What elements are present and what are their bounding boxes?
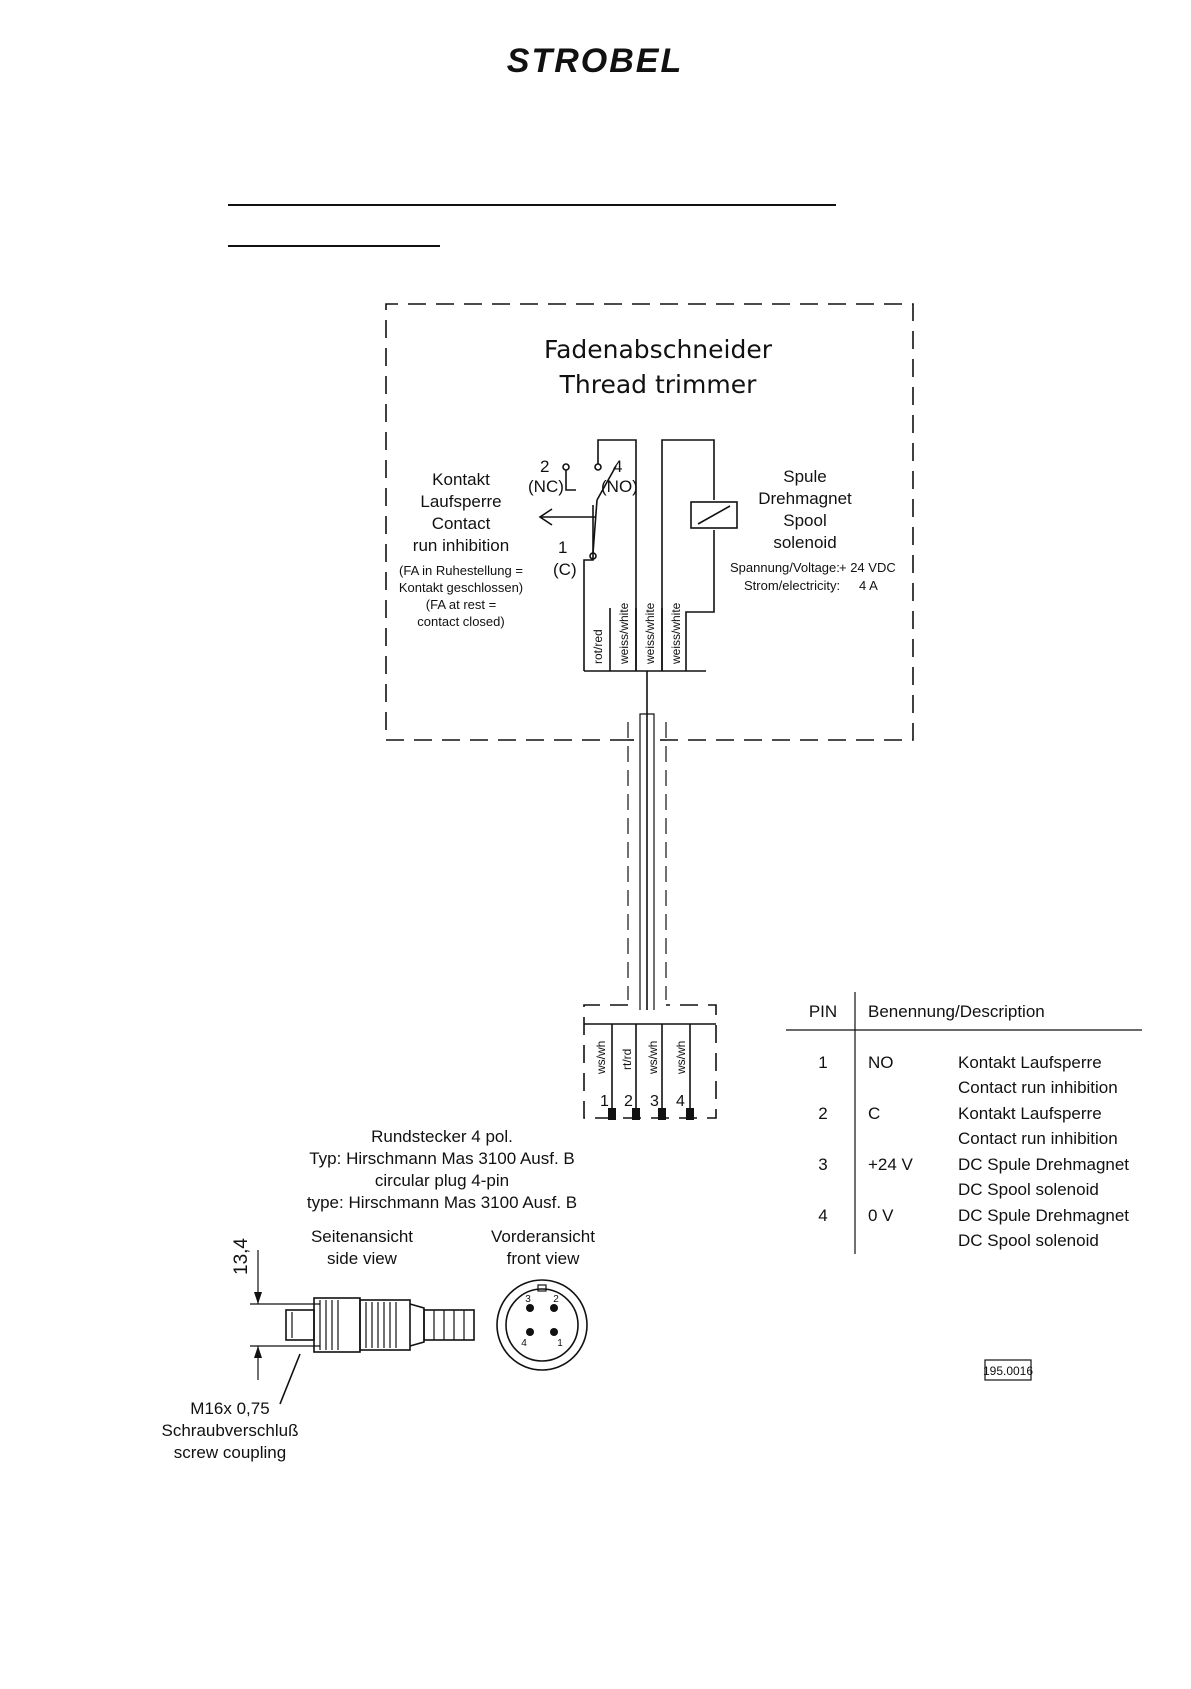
front-view-label-de: Vorderansicht xyxy=(491,1227,595,1246)
spool-label-4: solenoid xyxy=(773,533,836,552)
contact-note-2: Kontakt geschlossen) xyxy=(399,580,523,595)
pin-table-row-2-desc1: Kontakt Laufsperre xyxy=(958,1104,1102,1123)
switch-no-label: (NO) xyxy=(601,477,638,496)
solenoid-coil-diagonal xyxy=(697,505,731,525)
wire-label-white-1: weiss/white xyxy=(617,602,631,665)
plug-caption-2: Typ: Hirschmann Mas 3100 Ausf. B xyxy=(309,1149,575,1168)
contact-label-2: Laufsperre xyxy=(420,492,501,511)
switch-pin-1: 1 xyxy=(558,538,567,557)
nc-terminal-lead xyxy=(565,470,576,491)
contact-label-4: run inhibition xyxy=(413,536,509,555)
pin-table-row-1-code: NO xyxy=(868,1053,894,1072)
plug-pin-label-3: 3 xyxy=(650,1093,659,1110)
pin-table-row-4-desc1: DC Spule Drehmagnet xyxy=(958,1206,1129,1225)
plug-wire-label-4: ws/wh xyxy=(674,1041,688,1075)
switch-terminal-2 xyxy=(562,463,570,471)
strobel-logo: STROBEL xyxy=(507,42,683,80)
front-pin-1: 1 xyxy=(557,1338,563,1349)
plug-enclosure xyxy=(583,1004,717,1119)
pin-table-row-2-desc2: Contact run inhibition xyxy=(958,1129,1118,1148)
coupling-label-2: Schraubverschluß xyxy=(161,1421,298,1440)
pin-table-row-4-pin: 4 xyxy=(818,1206,827,1225)
pin-table-row-4-desc2: DC Spool solenoid xyxy=(958,1231,1099,1250)
coupling-label-3: screw coupling xyxy=(174,1443,286,1462)
pin-table-row-2-pin: 2 xyxy=(818,1104,827,1123)
pin-table-row-3-pin: 3 xyxy=(818,1155,827,1174)
plug-caption-4: type: Hirschmann Mas 3100 Ausf. B xyxy=(307,1193,577,1212)
current-value: 4 A xyxy=(859,578,878,593)
pin-table-row-1-desc2: Contact run inhibition xyxy=(958,1078,1118,1097)
switch-blade xyxy=(592,499,598,554)
side-view-label-de: Seitenansicht xyxy=(311,1227,413,1246)
drawing-number: 195.0016 xyxy=(983,1364,1033,1378)
solenoid-coil xyxy=(690,501,738,529)
switch-pin-4: 4 xyxy=(613,457,622,476)
wire-white-2-path xyxy=(661,439,715,671)
wire-label-white-3: weiss/white xyxy=(669,602,683,665)
voltage-value: + 24 VDC xyxy=(839,560,896,575)
switch-blade-arm xyxy=(596,465,617,501)
switch-pin-2: 2 xyxy=(540,457,549,476)
plug-wire-label-3: ws/wh xyxy=(646,1041,660,1075)
front-view-label-en: front view xyxy=(507,1249,580,1268)
connector-side-view xyxy=(250,1250,475,1405)
switch-terminal-4 xyxy=(594,463,602,471)
contact-note-4: contact closed) xyxy=(417,614,504,629)
current-label: Strom/electricity: xyxy=(744,578,840,593)
connector-front-view xyxy=(496,1279,588,1371)
contact-note-1: (FA in Ruhestellung = xyxy=(399,563,523,578)
wire-label-red: rot/red xyxy=(591,629,605,664)
wire-white-1-path xyxy=(597,439,637,671)
pin-table-header-pin: PIN xyxy=(809,1002,837,1021)
pin-table-row-1-desc1: Kontakt Laufsperre xyxy=(958,1053,1102,1072)
wire-label-white-2: weiss/white xyxy=(643,602,657,665)
pin-table xyxy=(786,992,1142,1254)
switch-c-label: (C) xyxy=(553,560,577,579)
plug-wire-label-1: ws/wh xyxy=(594,1041,608,1075)
plug-wire-label-2: rt/rd xyxy=(620,1049,634,1070)
contact-label-3: Contact xyxy=(432,514,491,533)
switch-nc-label: (NC) xyxy=(528,477,564,496)
spool-label-3: Spool xyxy=(783,511,826,530)
front-pin-4: 4 xyxy=(521,1338,527,1349)
front-pin-3: 3 xyxy=(525,1294,531,1305)
pin-table-row-3-desc1: DC Spule Drehmagnet xyxy=(958,1155,1129,1174)
plug-pin-3-terminal xyxy=(658,1108,666,1120)
spool-label-1: Spule xyxy=(783,467,826,486)
plug-pin-2-terminal xyxy=(632,1108,640,1120)
plug-pin-1-terminal xyxy=(608,1108,616,1120)
pin-table-header-desc: Benennung/Description xyxy=(868,1002,1045,1021)
pin-table-row-2-code: C xyxy=(868,1104,880,1123)
pin-table-row-3-code: +24 V xyxy=(868,1155,914,1174)
plug-pin-label-1: 1 xyxy=(600,1093,609,1110)
coupling-label-1: M16x 0,75 xyxy=(190,1399,269,1418)
plug-pin-4-terminal xyxy=(686,1108,694,1120)
contact-note-3: (FA at rest = xyxy=(426,597,496,612)
trimmer-enclosure xyxy=(385,303,914,741)
plug-pin-label-4: 4 xyxy=(676,1093,685,1110)
dimension-label: 13,4 xyxy=(231,1238,252,1275)
pin-table-row-4-code: 0 V xyxy=(868,1206,894,1225)
plug-caption-1: Rundstecker 4 pol. xyxy=(371,1127,513,1146)
pin-table-row-3-desc2: DC Spool solenoid xyxy=(958,1180,1099,1199)
trimmer-title-de: Fadenabschneider xyxy=(544,335,773,364)
trimmer-title-en: Thread trimmer xyxy=(559,370,757,399)
plug-pin-label-2: 2 xyxy=(624,1093,633,1110)
wire-white-3-path xyxy=(685,530,715,671)
spool-label-2: Drehmagnet xyxy=(758,489,852,508)
contact-label-1: Kontakt xyxy=(432,470,490,489)
drawing-number-box xyxy=(984,1359,1032,1381)
side-view-label-en: side view xyxy=(327,1249,398,1268)
contact-pointer-arrow xyxy=(538,508,553,526)
plug-caption-3: circular plug 4-pin xyxy=(375,1171,509,1190)
front-pin-2: 2 xyxy=(553,1294,559,1305)
cable-sheath xyxy=(639,713,655,1010)
pin-table-row-1-pin: 1 xyxy=(818,1053,827,1072)
voltage-label: Spannung/Voltage: xyxy=(730,560,840,575)
